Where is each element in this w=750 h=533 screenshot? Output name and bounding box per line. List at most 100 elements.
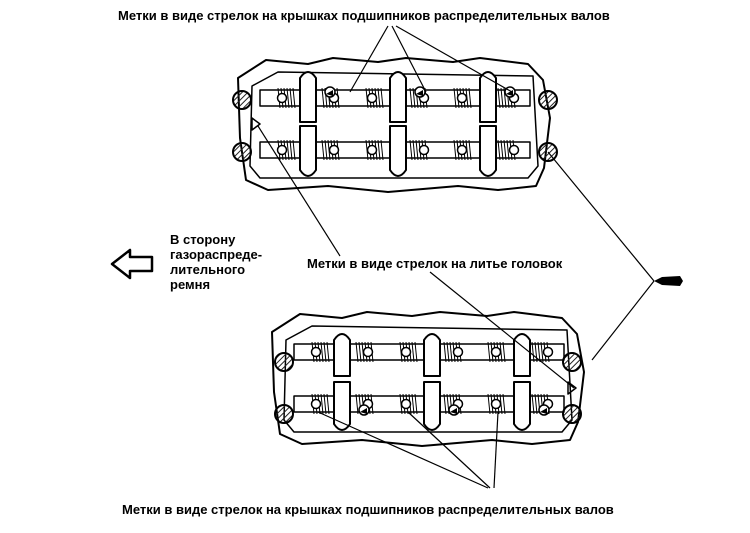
camshaft-cap-marks-label-top: Метки в виде стрелок на крышках подшипни…	[118, 8, 610, 23]
arrow-mark-icon	[326, 90, 333, 96]
leader-line	[547, 151, 655, 282]
valve-spring-coil	[534, 341, 538, 363]
bearing-cap	[423, 333, 441, 377]
hatched-plug	[274, 404, 294, 424]
valve-spring-coil	[377, 139, 381, 161]
bolt-hole	[400, 398, 412, 410]
valve-spring-coil	[323, 341, 327, 363]
valve-spring-coil	[531, 341, 535, 363]
bearing-cap	[513, 333, 531, 377]
lower-cylinder-head	[271, 311, 585, 447]
head-outline	[237, 57, 551, 193]
valve-spring-coil	[289, 87, 293, 109]
bolt-hole	[310, 398, 322, 410]
timing-belt-direction-line: лительного	[170, 262, 246, 277]
valve-spring-coil	[412, 87, 416, 109]
valve-spring-coil	[537, 341, 541, 363]
timing-belt-direction-line: ремня	[170, 277, 211, 292]
bolt-hole	[490, 346, 502, 358]
valve-spring-coil	[289, 139, 293, 161]
casting-arrow-mark	[251, 117, 261, 131]
timing-belt-direction-label: В сторону газораспреде- лительного ремня	[170, 232, 290, 292]
valve-spring-coil	[323, 393, 327, 415]
valve-spring-coil	[443, 341, 447, 363]
bearing-cap	[479, 71, 497, 123]
valve-spring-coil	[358, 341, 362, 363]
valve-spring-coil	[534, 393, 538, 415]
hatched-plug	[274, 352, 294, 372]
valve-spring-coil	[487, 341, 491, 363]
bolt-hole	[276, 144, 288, 156]
valve-spring-coil	[449, 341, 453, 363]
valve-spring-coil	[409, 87, 413, 109]
valve-spring-coil	[321, 87, 325, 109]
valve-spring-coil	[453, 139, 457, 161]
bearing-cap	[389, 71, 407, 123]
leader-line	[257, 125, 341, 257]
valve-spring-coil	[415, 139, 419, 161]
valve-spring-coil	[326, 341, 330, 363]
head-outline	[271, 311, 585, 447]
valve-spring-coil	[414, 393, 418, 415]
bolt-hole	[456, 144, 468, 156]
bearing-cap	[479, 125, 497, 177]
bolt-hole	[418, 144, 430, 156]
timing-belt-direction-line: В сторону	[170, 232, 236, 247]
valve-spring-coil	[446, 341, 450, 363]
bolt-hole	[452, 346, 464, 358]
bolt-hole	[508, 144, 520, 156]
valve-spring-coil	[506, 139, 510, 161]
valve-spring-coil	[502, 393, 506, 415]
upper-cylinder-head	[232, 57, 558, 193]
valve-spring-coil	[540, 341, 544, 363]
valve-spring-coil	[414, 341, 418, 363]
bearing-cap	[299, 125, 317, 177]
bolt-hole	[362, 346, 374, 358]
valve-spring-coil	[292, 139, 296, 161]
valve-spring-coil	[412, 139, 416, 161]
valve-spring-coil	[487, 393, 491, 415]
valve-spring-coil	[411, 393, 415, 415]
head-casting-marks-label: Метки в виде стрелок на литье головок	[307, 256, 563, 271]
valve-spring-coil	[324, 139, 328, 161]
valve-spring-coil	[453, 87, 457, 109]
bolt-hole	[542, 346, 554, 358]
valve-spring-coil	[531, 393, 535, 415]
bolt-hole	[366, 144, 378, 156]
leader-lines	[257, 25, 655, 489]
valve-spring-coil	[500, 139, 504, 161]
hatched-plug	[562, 352, 582, 372]
valve-spring-coil	[320, 341, 324, 363]
valve-spring-coil	[497, 87, 501, 109]
bolt-hole	[366, 92, 378, 104]
valve-spring-coil	[355, 341, 359, 363]
bolt-hole	[490, 398, 502, 410]
arrow-mark-icon	[360, 408, 367, 414]
leader-line	[591, 280, 655, 361]
leader-line	[395, 25, 513, 93]
bearing-cap	[423, 381, 441, 431]
leader-line	[493, 411, 499, 489]
bolt-hole	[400, 346, 412, 358]
bolt-hole	[276, 92, 288, 104]
valve-spring-coil	[503, 139, 507, 161]
arrow-mark-icon	[540, 408, 547, 414]
valve-spring-coil	[502, 341, 506, 363]
valve-spring-coil	[468, 87, 472, 109]
leader-line	[349, 25, 389, 93]
valve-spring-coil	[468, 139, 472, 161]
head-inner-outline	[249, 71, 539, 179]
valve-spring-coil	[321, 139, 325, 161]
bearing-cap	[389, 125, 407, 177]
bolt-hole	[456, 92, 468, 104]
valve-spring-coil	[320, 393, 324, 415]
valve-spring-coil	[409, 139, 413, 161]
hollow-left-arrow-icon	[110, 248, 154, 280]
leader-line	[317, 411, 489, 489]
hatched-plug	[562, 404, 582, 424]
valve-spring-coil	[411, 341, 415, 363]
casting-arrow-mark	[567, 381, 577, 395]
black-wedge-pointer-icon	[654, 276, 683, 286]
